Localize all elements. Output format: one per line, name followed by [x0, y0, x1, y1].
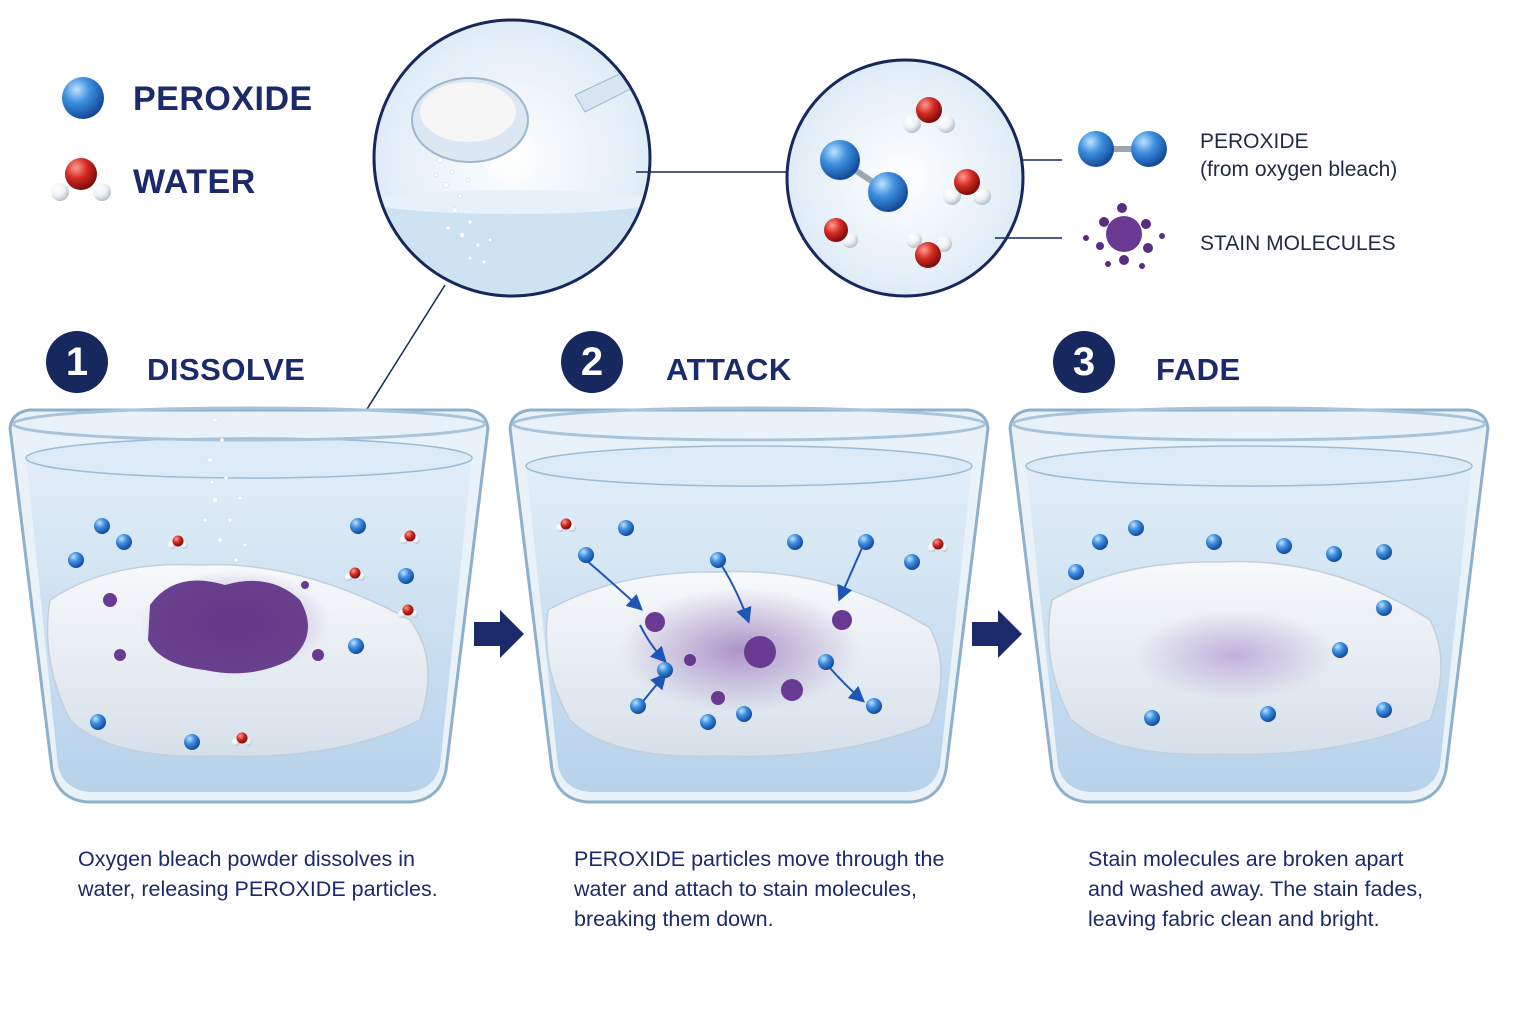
peroxide-icon — [1376, 702, 1392, 718]
next-step-arrow-icon — [972, 610, 1022, 658]
legend — [51, 77, 111, 201]
peroxide-icon — [820, 140, 860, 180]
stain-molecule-icon — [645, 610, 852, 705]
key-stain-label: STAIN MOLECULES — [1200, 232, 1396, 255]
caption-line: Stain molecules are broken apart — [1088, 847, 1404, 871]
peroxide-key-icon — [1078, 131, 1114, 167]
caption-line: breaking them down. — [574, 907, 774, 931]
peroxide-icon — [68, 552, 84, 568]
peroxide-icon — [90, 714, 106, 730]
peroxide-icon — [736, 706, 752, 722]
water-molecule-icon — [943, 169, 991, 205]
step-2-caption: PEROXIDE particles move through the wate… — [574, 844, 974, 934]
zoom-circle-powder — [331, 18, 652, 461]
peroxide-icon — [350, 518, 366, 534]
peroxide-legend-icon — [62, 77, 104, 119]
glass-attack — [508, 406, 990, 804]
glass-dissolve — [8, 406, 490, 804]
key-peroxide-label: PEROXIDE — [1200, 130, 1309, 153]
peroxide-icon — [1326, 546, 1342, 562]
peroxide-icon — [1144, 710, 1160, 726]
water-molecule-icon — [903, 97, 955, 133]
water-molecule-icon — [172, 535, 184, 547]
peroxide-key-icon — [1131, 131, 1167, 167]
caption-line: leaving fabric clean and bright. — [1088, 907, 1380, 931]
peroxide-icon — [1068, 564, 1084, 580]
peroxide-icon — [630, 698, 646, 714]
peroxide-icon — [868, 172, 908, 212]
key — [1078, 131, 1167, 269]
step-3-caption: Stain molecules are broken apart and was… — [1088, 844, 1488, 934]
caption-line: and washed away. The stain fades, — [1088, 877, 1424, 901]
legend-peroxide-label: PEROXIDE — [133, 80, 313, 118]
water-molecule-icon — [404, 530, 416, 542]
peroxide-icon — [657, 662, 673, 678]
water-molecule-icon — [906, 232, 952, 268]
peroxide-icon — [818, 654, 834, 670]
caption-line: water, releasing PEROXIDE particles. — [78, 877, 438, 901]
caption-line: PEROXIDE particles move through the — [574, 847, 945, 871]
peroxide-icon — [398, 568, 414, 584]
peroxide-icon — [904, 554, 920, 570]
faded-stain — [1135, 610, 1335, 700]
water-molecule-icon — [236, 732, 248, 744]
water-molecule-icon — [560, 518, 572, 530]
legend-water-label: WATER — [133, 163, 256, 201]
peroxide-icon — [1376, 600, 1392, 616]
peroxide-icon — [94, 518, 110, 534]
step-1-caption: Oxygen bleach powder dissolves in water,… — [78, 844, 478, 904]
peroxide-icon — [710, 552, 726, 568]
peroxide-icon — [1206, 534, 1222, 550]
water-molecule-icon — [349, 567, 361, 579]
peroxide-icon — [116, 534, 132, 550]
key-peroxide-sublabel: (from oxygen bleach) — [1200, 158, 1398, 181]
peroxide-icon — [348, 638, 364, 654]
water-legend-icon — [51, 158, 111, 201]
step-1-number: 1 — [46, 331, 108, 393]
next-step-arrow-icon — [474, 610, 524, 658]
caption-line: Oxygen bleach powder dissolves in — [78, 847, 416, 871]
glass-fade — [1008, 406, 1490, 804]
water-molecule-icon — [932, 538, 944, 550]
peroxide-icon — [578, 547, 594, 563]
peroxide-icon — [1376, 544, 1392, 560]
step-3-title: FADE — [1156, 352, 1241, 387]
peroxide-icon — [1260, 706, 1276, 722]
peroxide-icon — [1276, 538, 1292, 554]
peroxide-icon — [787, 534, 803, 550]
peroxide-icon — [618, 520, 634, 536]
peroxide-icon — [858, 534, 874, 550]
step-1-title: DISSOLVE — [147, 352, 306, 387]
peroxide-icon — [700, 714, 716, 730]
zoom-circle-molecules — [636, 58, 1062, 298]
water-molecule-icon — [824, 218, 858, 248]
stain-molecule-icon — [103, 570, 330, 674]
step-2-number: 2 — [561, 331, 623, 393]
step-arrows — [474, 610, 1022, 658]
water-molecule-icon — [402, 604, 414, 616]
peroxide-icon — [1128, 520, 1144, 536]
particles — [68, 518, 420, 750]
peroxide-icon — [1092, 534, 1108, 550]
step-3-number: 3 — [1053, 331, 1115, 393]
particles — [556, 518, 948, 730]
peroxide-icon — [1332, 642, 1348, 658]
step-2-title: ATTACK — [666, 352, 792, 387]
peroxide-icon — [184, 734, 200, 750]
stain-molecule-key-icon — [1083, 203, 1165, 269]
particles — [1068, 520, 1392, 726]
peroxide-icon — [866, 698, 882, 714]
caption-line: water and attach to stain molecules, — [574, 877, 917, 901]
